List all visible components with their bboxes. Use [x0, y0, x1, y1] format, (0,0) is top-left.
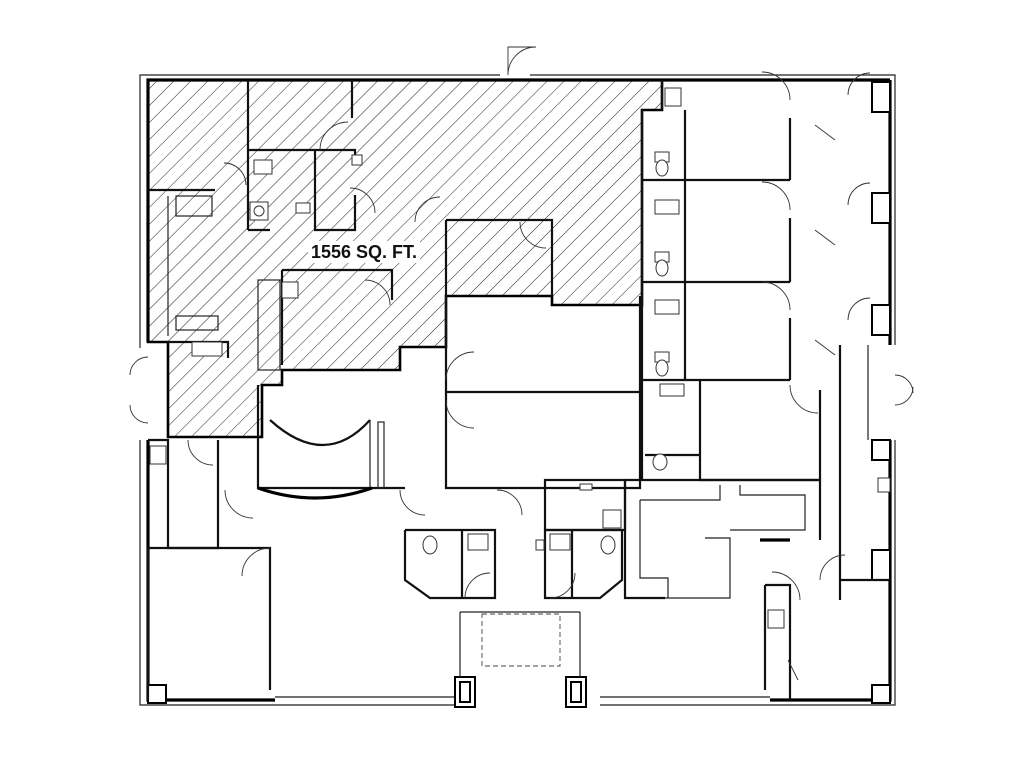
area-label: 1556 SQ. FT.: [308, 241, 421, 263]
plumbing-fixtures: [149, 87, 891, 629]
door-swings: [129, 46, 914, 681]
entry-columns: [147, 81, 891, 708]
